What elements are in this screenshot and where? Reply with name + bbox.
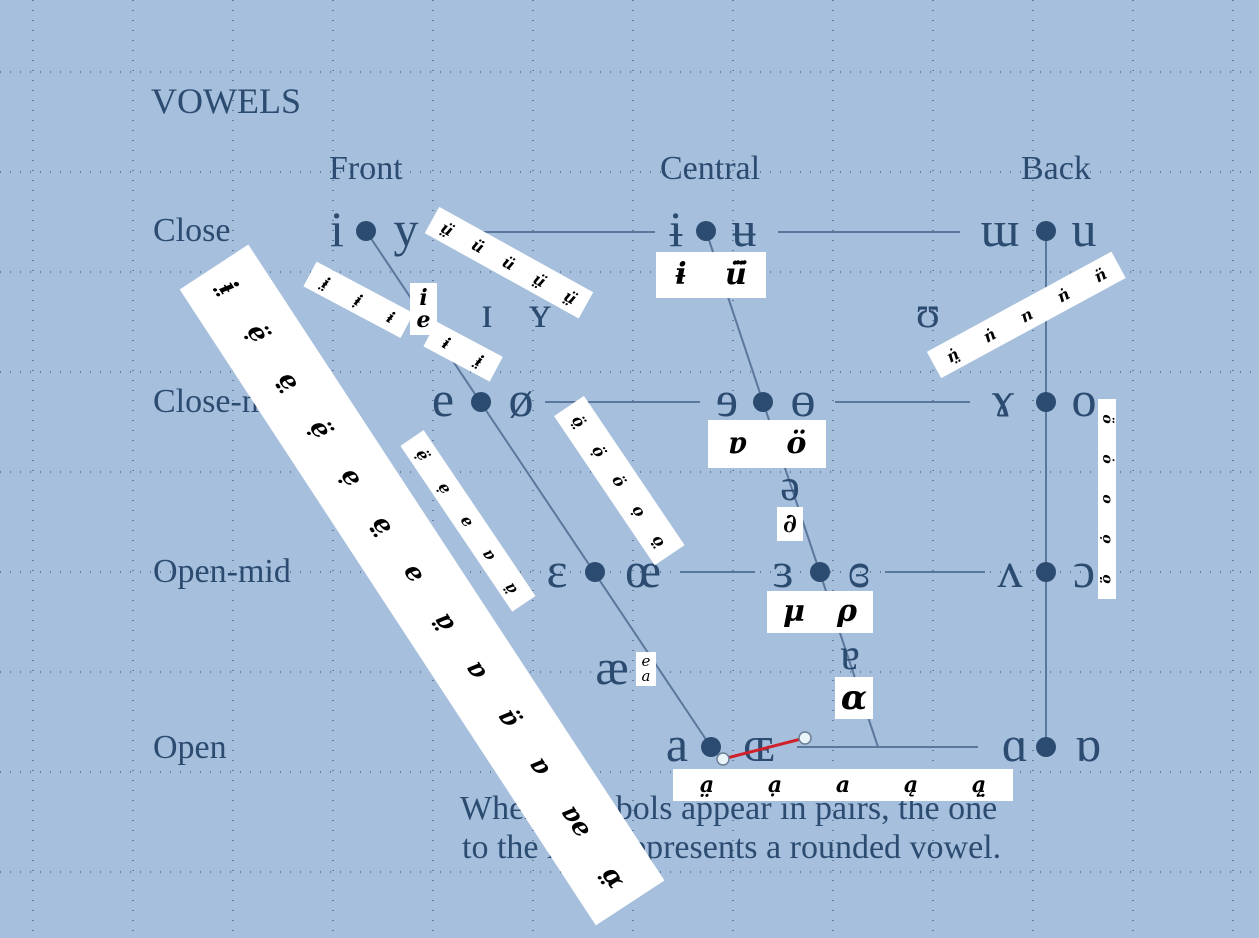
dot-close-mid-back [1036, 392, 1056, 412]
overlay-box-ae[interactable]: e a [636, 652, 656, 686]
vowel-close-central-rounded: ʉ [731, 201, 757, 257]
dot-close-mid-central [753, 392, 773, 412]
dot-close-front [356, 221, 376, 241]
dot-open-mid-back [1036, 562, 1056, 582]
overlay-glyph: ą̤ [971, 772, 987, 798]
overlay-glyph: a [641, 667, 651, 685]
vowel-open-mid-back-rounded: ɔ [1072, 542, 1096, 598]
dot-close-central [696, 221, 716, 241]
vowel-near-close-front-rounded: ʏ [529, 288, 551, 337]
vowel-open-mid-back-unrounded: ʌ [997, 542, 1023, 598]
vowel-open-back-unrounded: ɑ [1001, 716, 1029, 772]
vowel-close-central-unrounded: ɨ [669, 201, 683, 257]
overlay-glyph: ö [786, 426, 807, 461]
vowel-near-close-back: ʊ [915, 288, 941, 337]
vowel-open-front-rounded: ɶ [743, 716, 775, 772]
vowel-mid-central: ə [780, 461, 800, 510]
overlay-glyph: ạ [767, 772, 783, 798]
dot-open-mid-front [585, 562, 605, 582]
dot-close-back [1036, 221, 1056, 241]
overlay-glyph: ρ [837, 594, 857, 629]
overlay-glyph: ą [903, 772, 919, 798]
dot-open-front [701, 737, 721, 757]
drag-handle-start[interactable] [716, 752, 730, 766]
overlay-box-open-mid-central[interactable]: μ ρ [767, 591, 873, 633]
vowel-open-mid-central-rounded: ɞ [847, 542, 871, 598]
row-header-close: Close [153, 212, 231, 249]
vowel-close-back-rounded: u [1071, 201, 1097, 257]
overlay-glyph: i [419, 285, 428, 311]
overlay-glyph: a̤ [699, 772, 715, 798]
overlay-glyph: e [416, 307, 431, 333]
overlay-strip-open-a[interactable]: a̤ ạ a ą ą̤ [673, 769, 1013, 801]
vowel-close-mid-front-unrounded: e [431, 371, 455, 427]
overlay-box-i-e[interactable]: i e [410, 283, 437, 335]
vowel-near-open-central: ɐ [840, 630, 860, 679]
column-header-central: Central [660, 150, 761, 187]
dot-open-mid-central [810, 562, 830, 582]
overlay-box-schwa[interactable]: ∂ [777, 507, 803, 541]
vowel-open-back-rounded: ɒ [1074, 716, 1102, 772]
overlay-box-close-central[interactable]: ɨ ü̈ [656, 252, 766, 298]
column-header-back: Back [1021, 150, 1091, 187]
row-header-open: Open [153, 729, 227, 766]
vowel-close-mid-central-rounded: ɵ [790, 371, 816, 427]
dot-close-mid-front [471, 392, 491, 412]
vowel-open-mid-front-unrounded: ɛ [546, 542, 568, 598]
drag-handle-end[interactable] [798, 731, 812, 745]
vowel-close-mid-back-rounded: o [1071, 371, 1097, 427]
vowel-near-open-front: æ [595, 639, 629, 695]
vowel-close-mid-front-rounded: ø [508, 371, 534, 427]
vowel-near-close-front-unrounded: ɪ [480, 288, 494, 337]
vowel-close-back-unrounded: ɯ [980, 201, 1020, 257]
vowel-open-front-unrounded: a [665, 716, 689, 772]
selection-line[interactable] [722, 736, 806, 761]
vowel-close-front-unrounded: i [330, 201, 344, 257]
overlay-glyph: α [840, 678, 868, 718]
dot-open-back [1036, 737, 1056, 757]
overlay-box-close-mid-central[interactable]: ɐ ö [708, 420, 826, 468]
row-header-open-mid: Open-mid [153, 553, 291, 590]
vowel-close-front-rounded: y [393, 201, 419, 257]
overlay-glyph: a [835, 772, 851, 798]
overlay-box-alpha[interactable]: α [835, 677, 873, 719]
overlay-glyph: ∂ [783, 509, 797, 539]
overlay-glyph: e [641, 652, 651, 670]
chart-title: VOWELS [151, 81, 301, 121]
overlay-glyph: ɐ [727, 426, 748, 461]
vowel-close-mid-back-unrounded: ɤ [991, 371, 1015, 427]
vowel-open-mid-central-unrounded: ɜ [772, 542, 794, 598]
overlay-glyph: ɨ [675, 257, 687, 292]
overlay-glyph: ü̈ [724, 257, 747, 292]
column-header-front: Front [329, 150, 403, 187]
overlay-glyph: μ [783, 594, 805, 629]
vowel-close-mid-central-unrounded: ɘ [715, 371, 739, 427]
central-diagonal [705, 230, 879, 748]
